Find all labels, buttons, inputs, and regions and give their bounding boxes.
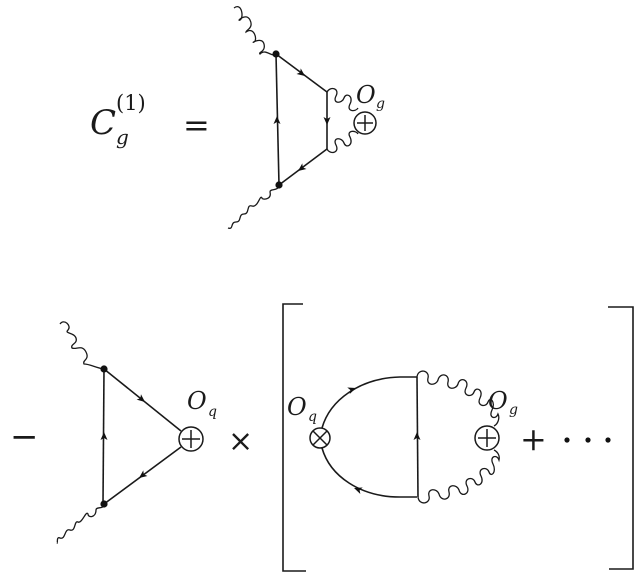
diagram-gluon-operator-triangle: O g bbox=[227, 6, 385, 229]
circled-plus-icon bbox=[474, 425, 500, 451]
right-operator-label-symbol: O bbox=[488, 387, 508, 415]
photon-line-bottom bbox=[227, 184, 280, 229]
fermion-arc-upper bbox=[321, 376, 417, 429]
fermion-line-lower bbox=[278, 148, 328, 186]
coefficient-subscript: g bbox=[116, 125, 129, 149]
gluon-line-upper bbox=[416, 370, 500, 427]
circled-plus-icon bbox=[353, 111, 377, 135]
diagram-quark-operator-triangle: O q bbox=[56, 321, 217, 544]
operator-label-subscript: g bbox=[376, 96, 385, 112]
coefficient-symbol: C bbox=[90, 103, 116, 143]
left-operator-label-symbol: O bbox=[287, 393, 307, 421]
plus-sign: + bbox=[520, 420, 547, 458]
right-operator-label-subscript: g bbox=[509, 402, 518, 418]
lhs-coefficient: C g (1) bbox=[90, 91, 146, 149]
vertex-dot bbox=[275, 181, 283, 189]
operator-label-symbol: O bbox=[356, 81, 376, 109]
left-operator-label-subscript: q bbox=[308, 409, 317, 425]
gluon-line-lower bbox=[326, 130, 359, 154]
vertex-dot bbox=[100, 365, 108, 373]
left-bracket bbox=[282, 303, 306, 572]
diagram-mixing-loop: O q O g bbox=[287, 370, 518, 504]
photon-line-top bbox=[59, 321, 105, 370]
ellipsis bbox=[564, 437, 611, 443]
circled-times-icon bbox=[309, 427, 331, 449]
gluon-line-lower bbox=[417, 449, 500, 504]
fermion-arc-lower bbox=[321, 447, 417, 498]
coefficient-superscript: (1) bbox=[116, 91, 146, 115]
minus-sign: − bbox=[10, 417, 39, 457]
vertex-dot bbox=[272, 50, 280, 58]
right-bracket bbox=[608, 306, 634, 570]
operator-label-symbol: O bbox=[187, 387, 207, 415]
operator-label-subscript: q bbox=[208, 404, 217, 420]
circled-plus-icon bbox=[178, 426, 204, 452]
equals-sign: = bbox=[183, 106, 210, 144]
gluon-line-upper bbox=[326, 87, 359, 112]
vertex-dot bbox=[100, 500, 108, 508]
times-sign: × bbox=[228, 424, 253, 459]
photon-line-top bbox=[233, 6, 277, 56]
photon-line-bottom bbox=[56, 503, 105, 544]
